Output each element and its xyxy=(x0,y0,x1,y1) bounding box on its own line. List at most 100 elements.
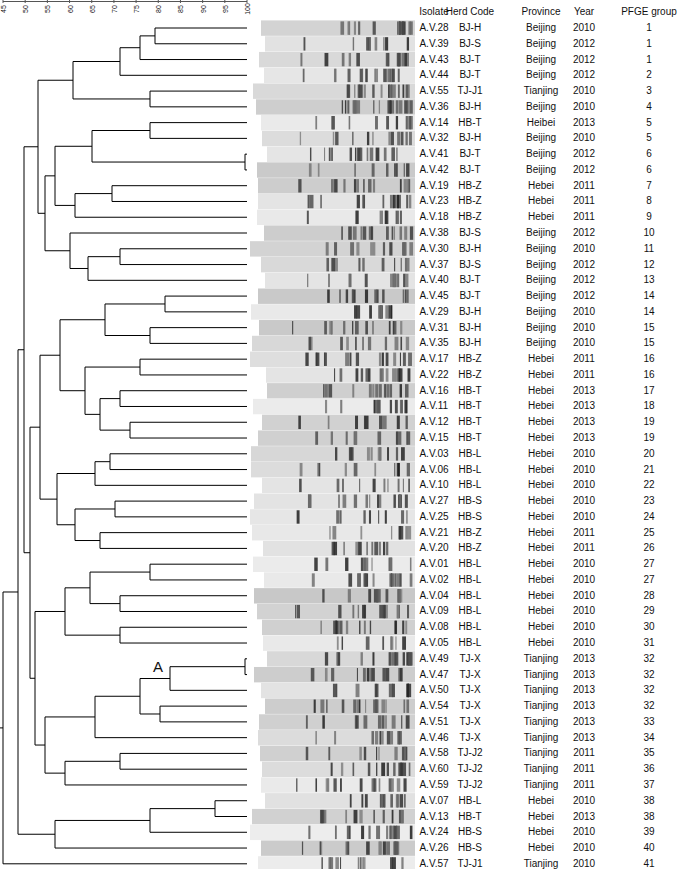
herd-code: HB-Z xyxy=(458,196,481,206)
isolate-id: A.V.46 xyxy=(419,733,448,743)
pfge-group: 17 xyxy=(643,386,654,396)
province: Tianjing xyxy=(524,701,559,711)
isolate-id: A.V.55 xyxy=(419,86,448,96)
isolate-id: A.V.04 xyxy=(419,591,448,601)
isolate-id: A.V.30 xyxy=(419,244,448,254)
pfge-group: 30 xyxy=(643,622,654,632)
herd-code: BJ-T xyxy=(459,165,480,175)
province: Tianjing xyxy=(524,733,559,743)
year: 2010 xyxy=(573,638,595,648)
herd-code: TJ-J1 xyxy=(458,86,483,96)
pfge-group: 1 xyxy=(646,39,652,49)
pfge-group: 40 xyxy=(643,843,654,853)
isolate-id: A.V.31 xyxy=(419,323,448,333)
province: Tianjing xyxy=(524,780,559,790)
pfge-group: 24 xyxy=(643,512,654,522)
province: Tianjing xyxy=(524,654,559,664)
pfge-group: 38 xyxy=(643,812,654,822)
isolate-id: A.V.23 xyxy=(419,196,448,206)
herd-code: BJ-S xyxy=(459,260,481,270)
year: 2012 xyxy=(573,228,595,238)
province: Beijing xyxy=(526,260,556,270)
province: Beijing xyxy=(526,70,556,80)
year: 2010 xyxy=(573,323,595,333)
year: 2012 xyxy=(573,39,595,49)
isolate-id: A.V.16 xyxy=(419,386,448,396)
year: 2011 xyxy=(573,196,595,206)
year: 2011 xyxy=(573,764,595,774)
isolate-id: A.V.54 xyxy=(419,701,448,711)
pfge-group: 1 xyxy=(646,23,652,33)
isolate-id: A.V.20 xyxy=(419,543,448,553)
herd-code: HB-L xyxy=(459,638,482,648)
isolate-id: A.V.09 xyxy=(419,606,448,616)
herd-code: HB-S xyxy=(458,496,482,506)
isolate-id: A.V.59 xyxy=(419,780,448,790)
pfge-group: 14 xyxy=(643,307,654,317)
year: 2013 xyxy=(573,386,595,396)
pfge-group: 20 xyxy=(643,449,654,459)
province: Beijing xyxy=(526,165,556,175)
herd-code: TJ-X xyxy=(459,717,480,727)
isolate-id: A.V.49 xyxy=(419,654,448,664)
herd-code: BJ-H xyxy=(459,323,481,333)
isolate-id: A.V.50 xyxy=(419,685,448,695)
herd-code: BJ-H xyxy=(459,133,481,143)
isolate-id: A.V.60 xyxy=(419,764,448,774)
column-header: Province xyxy=(522,7,561,17)
herd-code: HB-T xyxy=(458,433,481,443)
scale-tick-label: 60 xyxy=(66,5,73,13)
herd-code: HB-S xyxy=(458,827,482,837)
herd-code: HB-L xyxy=(459,606,482,616)
year: 2010 xyxy=(573,86,595,96)
pfge-group: 25 xyxy=(643,528,654,538)
isolate-id: A.V.18 xyxy=(419,212,448,222)
province: Beijing xyxy=(526,133,556,143)
pfge-group: 2 xyxy=(646,70,652,80)
herd-code: BJ-T xyxy=(459,70,480,80)
herd-code: TJ-X xyxy=(459,685,480,695)
herd-code: HB-S xyxy=(458,843,482,853)
province: Beijing xyxy=(526,275,556,285)
isolate-id: A.V.10 xyxy=(419,480,448,490)
province: Beijing xyxy=(526,39,556,49)
pfge-group: 19 xyxy=(643,417,654,427)
province: Beijing xyxy=(526,23,556,33)
isolate-id: A.V.25 xyxy=(419,512,448,522)
pfge-group: 37 xyxy=(643,780,654,790)
herd-code: HB-T xyxy=(458,401,481,411)
herd-code: TJ-X xyxy=(459,654,480,664)
column-header: Herd Code xyxy=(446,7,494,17)
herd-code: HB-T xyxy=(458,417,481,427)
pfge-group: 31 xyxy=(643,638,654,648)
pfge-group: 16 xyxy=(643,354,654,364)
pfge-group: 11 xyxy=(644,244,654,254)
province: Hebei xyxy=(528,417,554,427)
province: Hebei xyxy=(528,512,554,522)
province: Hebei xyxy=(528,181,554,191)
herd-code: HB-Z xyxy=(458,543,481,553)
scale-tick-label: 45 xyxy=(0,5,7,13)
isolate-id: A.V.12 xyxy=(419,417,448,427)
pfge-group: 22 xyxy=(643,480,654,490)
year: 2010 xyxy=(573,591,595,601)
gel-lanes xyxy=(250,20,415,869)
isolate-id: A.V.32 xyxy=(419,133,448,143)
scale-tick-label: 95 xyxy=(221,5,228,13)
isolate-id: A.V.57 xyxy=(419,859,448,869)
isolate-id: A.V.40 xyxy=(419,275,448,285)
pfge-group: 21 xyxy=(643,465,654,475)
herd-code: BJ-T xyxy=(459,149,480,159)
year: 2010 xyxy=(573,102,595,112)
isolate-id: A.V.08 xyxy=(419,622,448,632)
province: Tianjing xyxy=(524,764,559,774)
year: 2011 xyxy=(573,212,595,222)
province: Hebei xyxy=(528,449,554,459)
province: Hebei xyxy=(528,196,554,206)
year: 2013 xyxy=(573,433,595,443)
pfge-group: 23 xyxy=(643,496,654,506)
herd-code: BJ-H xyxy=(459,244,481,254)
year: 2013 xyxy=(573,654,595,664)
herd-code: HB-T xyxy=(458,812,481,822)
isolate-id: A.V.47 xyxy=(419,670,448,680)
